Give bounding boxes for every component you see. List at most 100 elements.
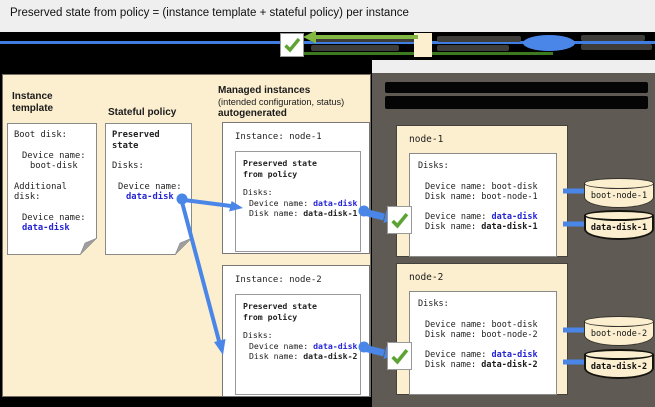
device-line: Device name: data-disk [236, 341, 360, 352]
preserved-state-box: Preserved state from policy Disks: Devic… [235, 294, 361, 395]
preserved-state-box: Preserved state from policy Disks: Devic… [235, 151, 361, 252]
disk-label: data-disk-1 [590, 223, 648, 233]
disk-label: data-disk-2 [590, 362, 648, 372]
disk-name-label: Disk name: [249, 351, 304, 361]
disk-name-value: data-disk-2 [303, 351, 358, 361]
right-top-gap [372, 60, 655, 73]
boot-device-value: boot-disk [30, 161, 78, 171]
vm-panel-heading-redacted [385, 82, 648, 93]
preserved-state-line1: Preserved state [243, 158, 317, 168]
disk-name-label: Disk name: [425, 360, 482, 370]
check-legend-icon [280, 33, 304, 57]
cylinder-top [584, 178, 654, 189]
managed-instance-node-2: Instance: node-2 Preserved state from po… [222, 265, 370, 397]
disks-label: Disks: [418, 161, 449, 171]
data-device-value: data-disk [313, 197, 358, 208]
legend-blue-line [0, 41, 655, 44]
instance-title: Instance: node-2 [235, 275, 322, 285]
disk-line: Disk name: data-disk-2 [236, 351, 360, 362]
disk-cylinder-boot-node-2: boot-node-2 [584, 316, 654, 346]
boot-device-line: Device name: boot-disk [410, 310, 556, 331]
boot-device-value: boot-disk [491, 319, 538, 330]
node-name: node-1 [409, 134, 444, 145]
disk-name-label: Disk name: [249, 208, 304, 218]
node-name: node-2 [409, 272, 444, 283]
boot-device-line: Device name: boot-disk [410, 172, 556, 193]
boot-disk-value: boot-node-2 [481, 330, 538, 340]
vm-instance-legend-icon [414, 33, 432, 57]
additional-disk-label: Additional [14, 181, 67, 192]
device-name-label: Device name: [425, 181, 492, 192]
data-disk-line: Disk name: data-disk-1 [410, 222, 556, 233]
device-name-label: Device name: [249, 197, 314, 208]
legend-redacted-text [437, 45, 509, 51]
disk-cylinder-data-disk-2: data-disk-2 [584, 349, 654, 379]
device-name-label: Device name: [425, 211, 492, 222]
legend-redacted-text [311, 36, 415, 42]
device-name-label: Device name: [118, 181, 182, 192]
node-disks-box: Disks: Device name: boot-disk Disk name:… [409, 153, 557, 257]
preserved-state-line1: Preserved state [243, 301, 317, 311]
data-disk-value: data-disk-2 [481, 360, 538, 370]
stateful-policy-heading: Stateful policy [108, 107, 177, 118]
page-fold-icon [175, 238, 192, 255]
disk-legend-icon [523, 35, 575, 51]
boot-device-value: boot-disk [491, 181, 538, 192]
cylinder-top [584, 316, 654, 327]
managed-heading-line1: Managed instances [218, 85, 311, 96]
managed-heading-line3: autogenerated [218, 108, 287, 119]
disk-label: boot-node-2 [590, 329, 648, 339]
vm-panel-heading-redacted [385, 96, 648, 109]
check-applied-icon [387, 342, 412, 370]
disk-label: boot-node-1 [590, 191, 648, 201]
managed-instances-heading: Managed instances (intended configuratio… [218, 85, 370, 120]
preserved-state-title1: Preserved [112, 130, 160, 140]
disk-name-value: data-disk-1 [303, 208, 358, 218]
disk-cylinder-boot-node-1: boot-node-1 [584, 178, 654, 208]
additional-disk-label2: disk: [14, 192, 41, 202]
instance-template-heading: Instance template [12, 91, 54, 114]
data-device-value: data-disk [22, 223, 70, 233]
cylinder-top [584, 349, 654, 360]
managed-instance-node-1: Instance: node-1 Preserved state from po… [222, 122, 370, 254]
disks-label: Disks: [112, 161, 144, 171]
stateful-policy-card: Preserved state Disks: Device name: data… [105, 123, 192, 255]
device-name-label: Device name: [425, 349, 492, 360]
data-device-line: Device name: data-disk [410, 341, 556, 361]
data-disk-value: data-disk-1 [481, 222, 538, 232]
disk-name-label: Disk name: [425, 330, 482, 340]
data-device-value: data-disk [491, 349, 538, 360]
page-title: Preserved state from policy = (instance … [10, 7, 409, 19]
disks-label: Disks: [243, 330, 273, 340]
disks-label: Disks: [418, 299, 449, 309]
legend-redacted-text [311, 45, 399, 51]
legend-redacted-text [581, 35, 645, 41]
node-disks-box: Disks: Device name: boot-disk Disk name:… [409, 291, 557, 395]
disks-label: Disks: [243, 187, 273, 197]
data-device-value: data-disk [491, 211, 538, 222]
disk-line: Disk name: data-disk-1 [236, 208, 360, 219]
vm-node-2: node-2 Disks: Device name: boot-disk Dis… [396, 263, 568, 395]
cylinder-top [584, 210, 654, 221]
check-applied-icon [387, 206, 412, 234]
disk-name-label: Disk name: [425, 192, 482, 202]
device-name-label: Device name: [249, 340, 314, 351]
preserved-state-line2: from policy [243, 311, 298, 322]
boot-disk-value: boot-node-1 [481, 192, 538, 202]
device-name-label: Device name: [22, 150, 86, 161]
data-device-value: data-disk [313, 340, 358, 351]
data-device-line: Device name: data-disk [410, 203, 556, 223]
page-fold-icon [80, 238, 97, 255]
device-name-label: Device name: [22, 212, 86, 223]
device-name-label: Device name: [425, 319, 492, 330]
managed-heading-line2: (intended configuration, status) [218, 97, 345, 107]
preserved-state-line2: from policy [243, 168, 298, 179]
legend-redacted-text [581, 44, 652, 50]
disk-cylinder-data-disk-1: data-disk-1 [584, 210, 654, 240]
instance-template-card: Boot disk: Device name: boot-disk Additi… [7, 123, 97, 255]
boot-disk-label: Boot disk: [14, 130, 67, 140]
vm-node-1: node-1 Disks: Device name: boot-disk Dis… [396, 125, 568, 257]
data-disk-line: Disk name: data-disk-2 [410, 360, 556, 371]
boot-disk-line: Disk name: boot-node-2 [410, 330, 556, 341]
